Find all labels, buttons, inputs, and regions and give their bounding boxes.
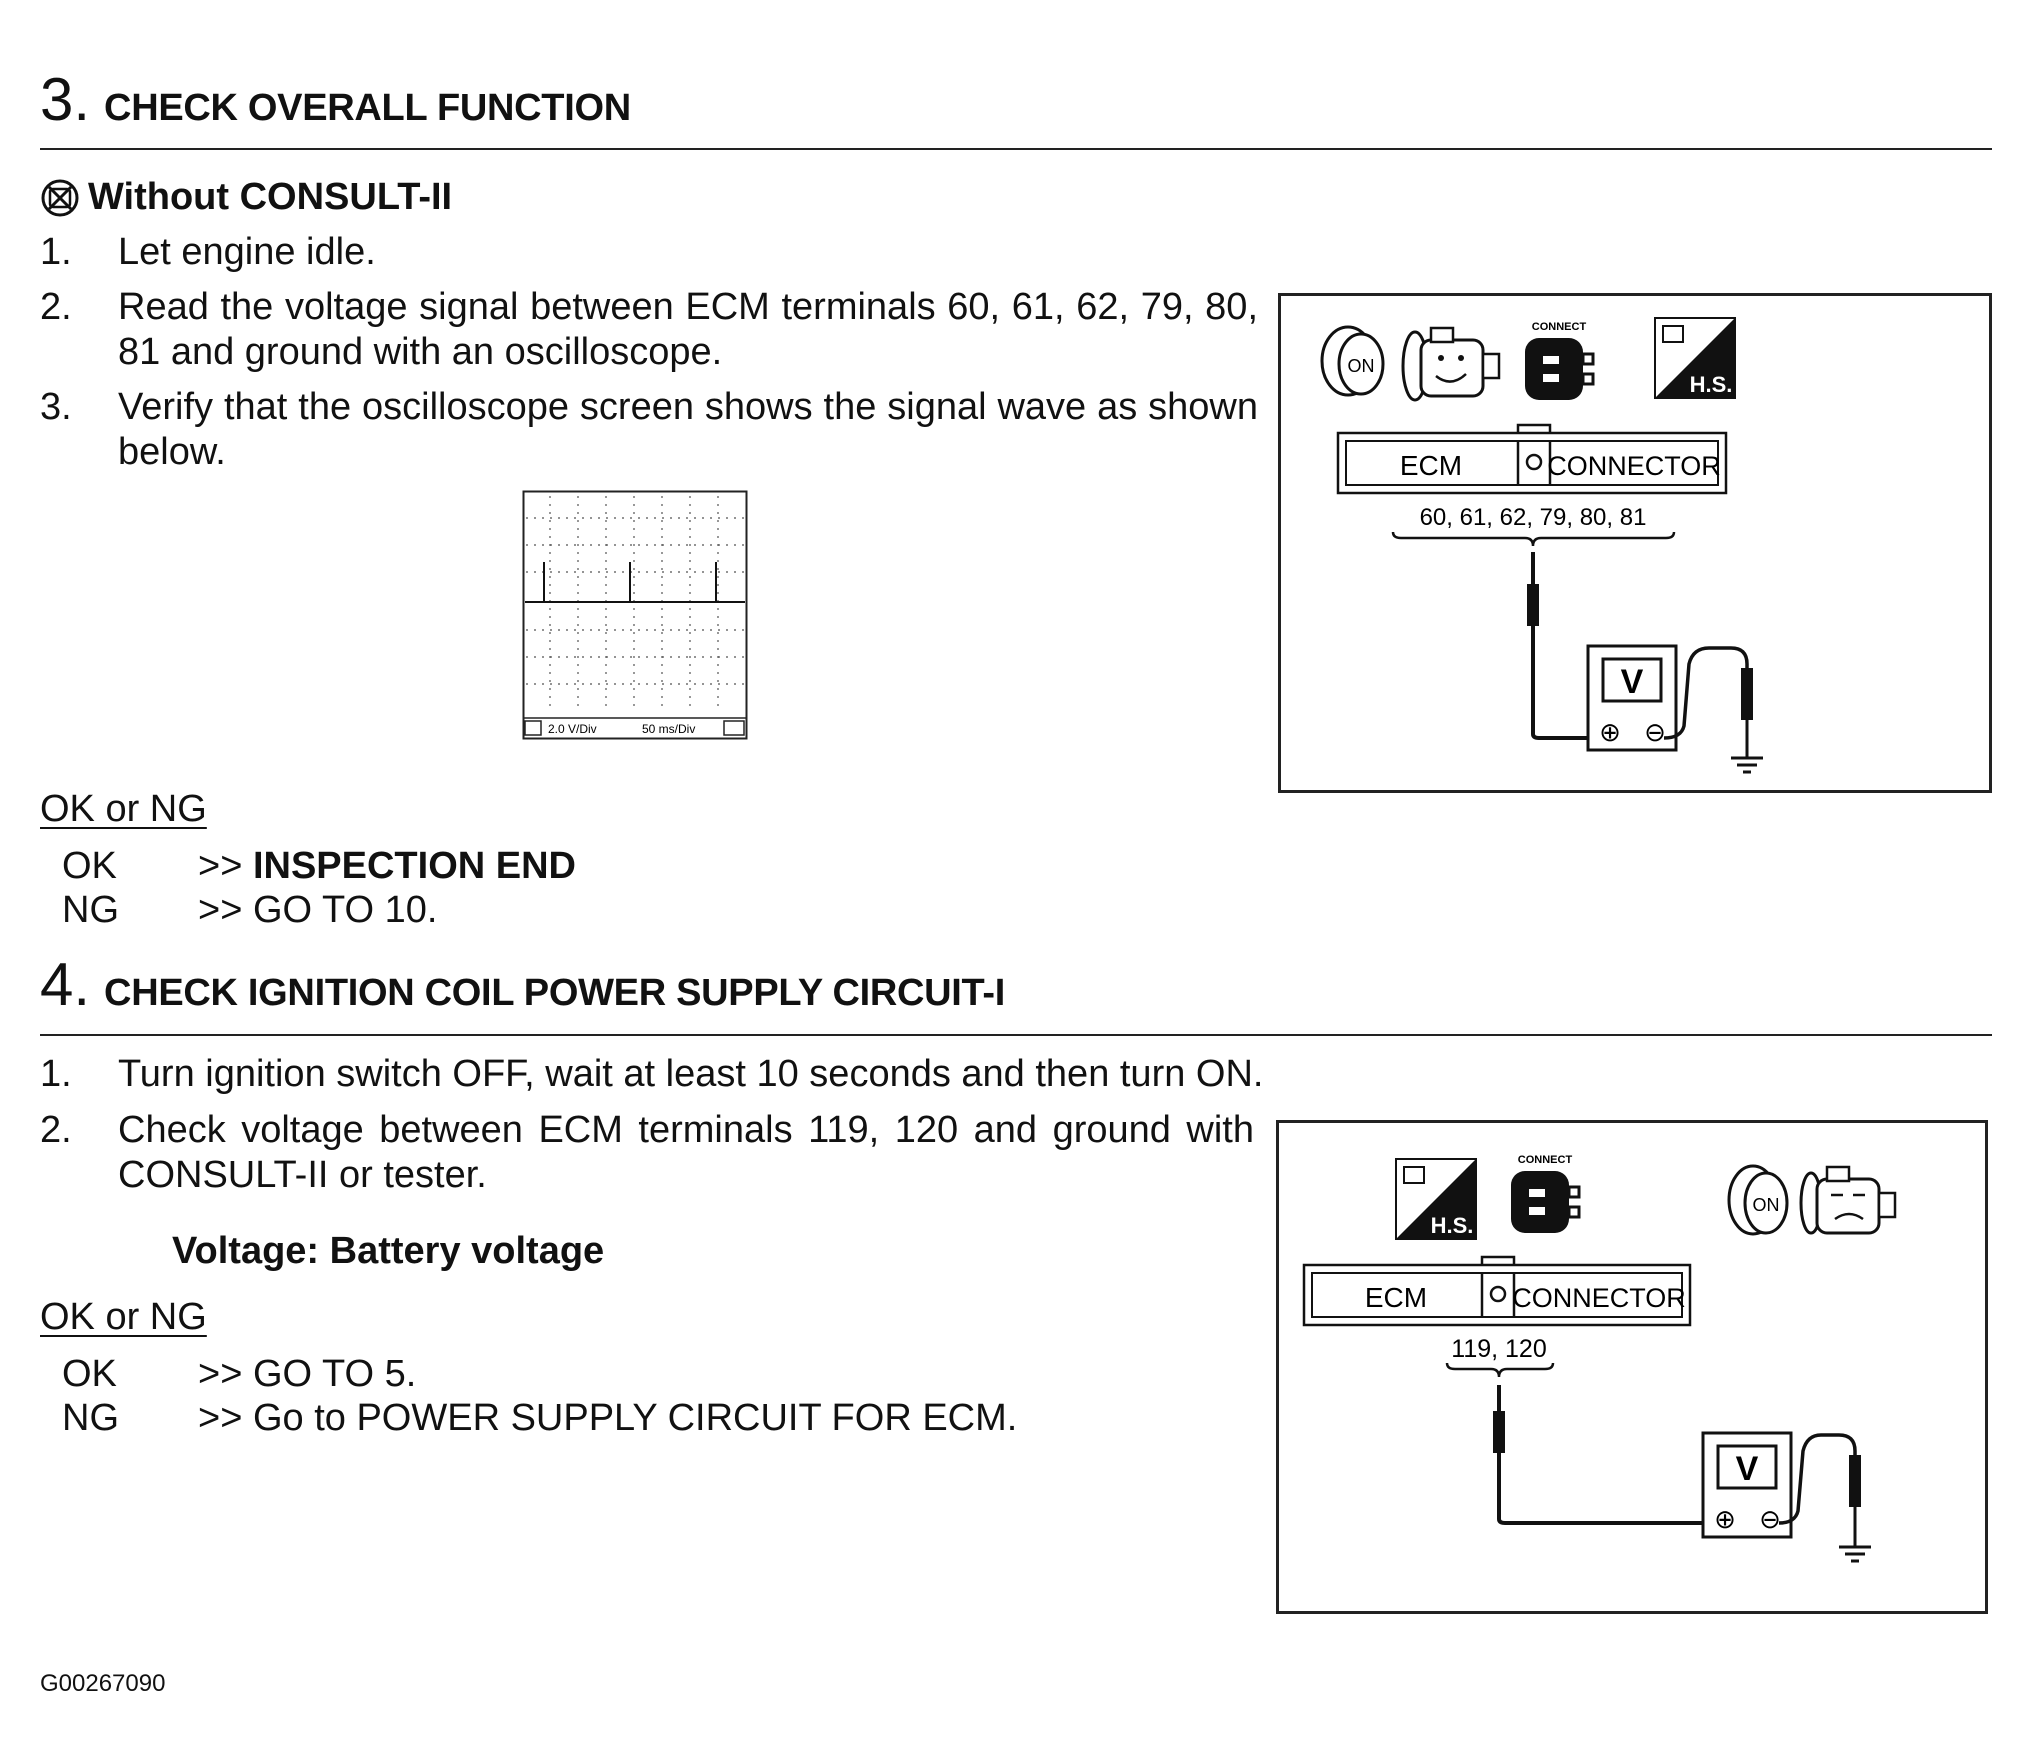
- step3-item-3-text: Verify that the oscilloscope screen show…: [118, 386, 1258, 473]
- ecm-connector: ECM CONNECTOR: [1336, 423, 1728, 495]
- result-key: NG: [62, 1397, 119, 1439]
- step3-wiring-diagram: ON CONNECT H.S.: [1278, 293, 1992, 793]
- ignition-on-icon: ON: [1727, 1164, 1789, 1236]
- step3-rule: [40, 148, 1992, 150]
- step3-item-2-text: Read the voltage signal between ECM term…: [118, 286, 1258, 373]
- ground-symbol: [1731, 756, 1763, 774]
- step3-ok-ng-label: OK or NG: [40, 788, 207, 830]
- ecm-connector: ECM CONNECTOR: [1302, 1255, 1692, 1327]
- meter-label: V: [1736, 1450, 1759, 1488]
- minus-terminal: ⊖: [1644, 717, 1666, 747]
- engine-running-icon: [1401, 326, 1501, 402]
- step4-item-1-number: 1.: [40, 1053, 72, 1095]
- step3-title: CHECK OVERALL FUNCTION: [104, 87, 631, 129]
- ground-symbol: [1839, 1545, 1871, 1563]
- ignition-on-label: ON: [1348, 356, 1375, 376]
- without-consult-subhead: Without CONSULT-II: [40, 176, 452, 219]
- voltage-spec: Voltage: Battery voltage: [172, 1230, 605, 1272]
- step4-title: CHECK IGNITION COIL POWER SUPPLY CIRCUIT…: [104, 972, 1005, 1014]
- step3-item-3-number: 3.: [40, 386, 72, 428]
- step4-ok-ng-label: OK or NG: [40, 1296, 207, 1338]
- hot-start-icon: H.S.: [1395, 1158, 1477, 1240]
- ignition-on-icon: ON: [1320, 325, 1385, 397]
- oscilloscope-screen: 2.0 V/Div 50 ms/Div: [522, 490, 748, 740]
- step3-result-ok: OK >> INSPECTION END: [62, 844, 962, 889]
- connect-label: CONNECT: [1518, 1154, 1573, 1166]
- result-arrow: >>: [198, 1353, 243, 1395]
- voltmeter: V ⊕ ⊖: [1586, 644, 1678, 752]
- connector-label: CONNECTOR: [1512, 1283, 1686, 1313]
- meter-label: V: [1621, 663, 1644, 701]
- step3-result-ng: NG >> GO TO 10.: [62, 888, 962, 933]
- hot-start-icon: H.S.: [1654, 317, 1736, 399]
- step3-number: 3.: [40, 66, 91, 133]
- voltmeter: V ⊕ ⊖: [1701, 1431, 1793, 1539]
- minus-terminal: ⊖: [1759, 1504, 1781, 1534]
- connect-icon: CONNECT: [1525, 321, 1595, 400]
- step4-item-1-text: Turn ignition switch OFF, wait at least …: [118, 1053, 1264, 1095]
- result-value: INSPECTION END: [252, 845, 576, 887]
- plus-terminal: ⊕: [1599, 717, 1621, 747]
- result-key: NG: [62, 889, 119, 931]
- ignition-on-label: ON: [1753, 1195, 1780, 1215]
- step4-item-2-number: 2.: [40, 1109, 72, 1151]
- step3-item-1-number: 1.: [40, 231, 72, 273]
- time-div-label: 50 ms/Div: [642, 722, 695, 736]
- result-arrow: >>: [198, 1397, 243, 1439]
- no-consult-icon: [41, 179, 79, 216]
- step3-item-2-number: 2.: [40, 286, 72, 328]
- ecm-label: ECM: [1365, 1282, 1427, 1313]
- step4-wiring-diagram: H.S. CONNECT ON: [1276, 1120, 1988, 1614]
- step4-rule: [40, 1034, 1992, 1036]
- terminal-numbers: 119, 120: [1451, 1335, 1546, 1363]
- connect-icon: CONNECT: [1511, 1154, 1581, 1233]
- volt-div-label: 2.0 V/Div: [548, 722, 597, 736]
- step4-result-ng: NG >> Go to POWER SUPPLY CIRCUIT FOR ECM…: [62, 1396, 1162, 1441]
- result-key: OK: [62, 1353, 117, 1395]
- engine-stopped-icon: [1799, 1165, 1897, 1235]
- result-value: GO TO 10.: [252, 889, 438, 931]
- step4-item-2-text: Check voltage between ECM terminals 119,…: [118, 1109, 1254, 1196]
- figure-code: G00267090: [40, 1670, 166, 1697]
- connect-label: CONNECT: [1532, 321, 1587, 333]
- terminal-numbers: 60, 61, 62, 79, 80, 81: [1420, 504, 1647, 531]
- step4-result-ok: OK >> GO TO 5.: [62, 1352, 1162, 1397]
- plus-terminal: ⊕: [1714, 1504, 1736, 1534]
- result-key: OK: [62, 845, 117, 887]
- subhead-text: Without CONSULT-II: [88, 176, 453, 218]
- result-arrow: >>: [198, 889, 243, 931]
- hot-start-label: H.S.: [1431, 1213, 1474, 1238]
- result-value: GO TO 5.: [252, 1353, 417, 1395]
- result-value: Go to POWER SUPPLY CIRCUIT FOR ECM.: [252, 1397, 1018, 1439]
- connector-label: CONNECTOR: [1547, 451, 1721, 481]
- step4-number: 4.: [40, 951, 91, 1018]
- step4-header: 4. CHECK IGNITION COIL POWER SUPPLY CIRC…: [40, 955, 1005, 1015]
- step3-header: 3. CHECK OVERALL FUNCTION: [40, 70, 631, 130]
- step3-item-1-text: Let engine idle.: [118, 231, 376, 273]
- result-arrow: >>: [198, 845, 243, 887]
- hot-start-label: H.S.: [1690, 372, 1733, 397]
- ecm-label: ECM: [1400, 450, 1462, 481]
